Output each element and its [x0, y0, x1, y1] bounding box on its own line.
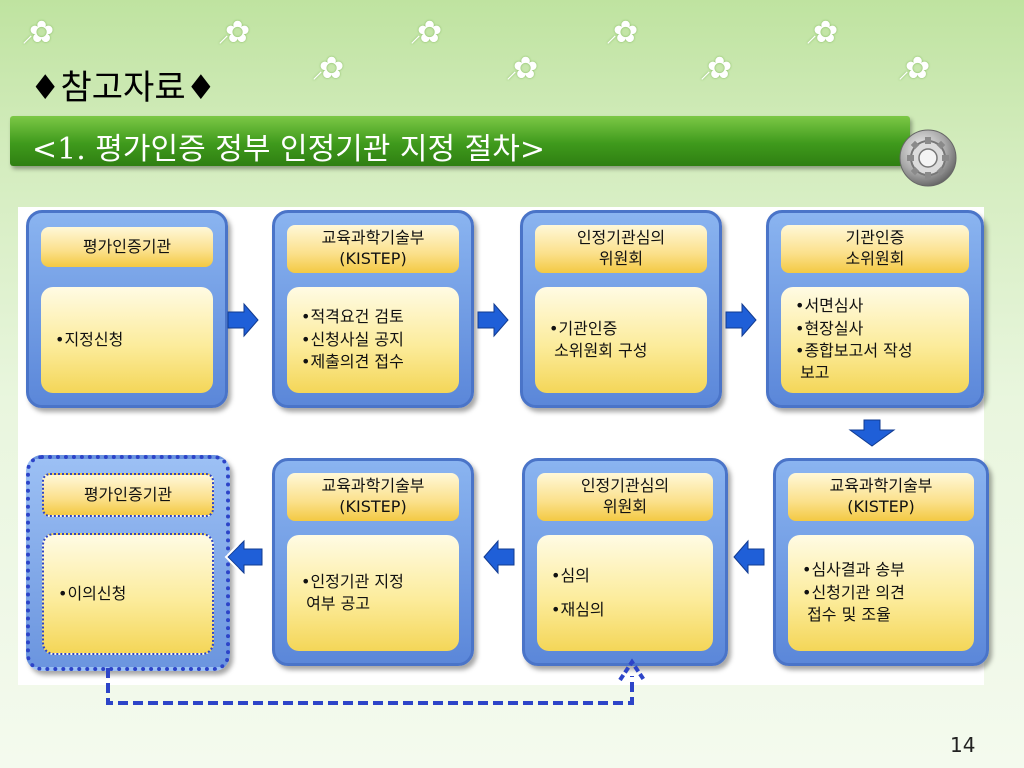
flower-icon: ⸝✿: [312, 51, 345, 86]
step-body: •인정기관 지정 여부 공고: [287, 535, 459, 651]
step-body: •서면심사•현장실사 •종합보고서 작성 보고: [781, 287, 969, 393]
flower-icon: ⸝✿: [806, 15, 839, 50]
title-bar: <1. 평가인증 정부 인정기관 지정 절차>: [10, 116, 910, 167]
step-body-line: •인정기관 지정: [301, 571, 404, 591]
step-body-line: •이의신청: [58, 583, 127, 603]
step-body-line: •재심의: [551, 600, 605, 619]
step-body-line: 소위원회 구성: [549, 341, 648, 360]
process-step-8: 평가인증기관 •이의신청: [26, 455, 230, 671]
step-body: •지정신청: [41, 287, 213, 393]
flower-icon: ⸝✿: [898, 51, 931, 86]
step-body: •이의신청: [42, 533, 214, 655]
step-body-line: •심사결과 송부: [802, 560, 905, 580]
step-header-line: (KISTEP): [339, 249, 407, 268]
step-header-line: 위원회: [598, 249, 644, 268]
step-header-line: 교육과학기술부: [321, 476, 425, 496]
step-header-line: (KISTEP): [847, 497, 915, 516]
gear-icon: [899, 129, 957, 187]
page-number: 14: [950, 733, 976, 757]
step-body-line: •종합보고서 작성: [795, 341, 913, 360]
step-header: 평가인증기관: [42, 473, 214, 517]
step-header: 교육과학기술부(KISTEP): [287, 225, 459, 273]
flower-icon: ⸝✿: [700, 51, 733, 86]
step-header-line: 위원회: [602, 497, 648, 516]
process-step-7: 교육과학기술부(KISTEP) •인정기관 지정 여부 공고: [272, 458, 474, 666]
step-body: •심의 •재심의: [537, 535, 713, 651]
step-body-line: •제출의견 접수: [301, 352, 404, 372]
step-body-line: •서면심사: [795, 296, 864, 316]
process-step-2: 교육과학기술부(KISTEP) •적격요건 검토•신청사실 공지 •제출의견 접수: [272, 210, 474, 408]
step-body: •심사결과 송부•신청기관 의견 접수 및 조율: [788, 535, 974, 651]
flower-icon: ⸝✿: [218, 15, 251, 50]
step-header-line: 교육과학기술부: [829, 476, 933, 496]
step-body-line: •신청기관 의견: [802, 582, 905, 602]
step-body-line: 보고: [795, 363, 830, 383]
step-body-line: •지정신청: [55, 329, 124, 349]
step-header-line: 평가인증기관: [82, 236, 172, 256]
flower-icon: ⸝✿: [22, 15, 55, 50]
diagram-title: <1. 평가인증 정부 인정기관 지정 절차>: [32, 132, 545, 167]
step-header: 교육과학기술부(KISTEP): [287, 473, 459, 521]
step-header-line: 평가인증기관: [83, 484, 173, 504]
step-body-line: •기관인증: [549, 318, 618, 338]
step-header: 교육과학기술부(KISTEP): [788, 473, 974, 521]
step-body-line: •적격요건 검토: [301, 307, 404, 327]
flower-icon: ⸝✿: [606, 15, 639, 50]
step-header-line: 교육과학기술부: [321, 228, 425, 248]
step-header-line: 소위원회: [845, 249, 905, 268]
step-body-line: •심의: [551, 565, 590, 585]
step-body-line: •현장실사: [795, 318, 864, 338]
step-body-line: 여부 공고: [301, 594, 371, 613]
step-body-line: •신청사실 공지: [301, 329, 404, 349]
step-header: 평가인증기관: [41, 227, 213, 267]
flower-icon: ⸝✿: [410, 15, 443, 50]
step-body: •기관인증 소위원회 구성: [535, 287, 707, 393]
process-step-1: 평가인증기관 •지정신청: [26, 210, 228, 408]
step-header-line: 기관인증: [845, 228, 905, 248]
step-body-line: 접수 및 조율: [802, 605, 891, 625]
step-body: •적격요건 검토•신청사실 공지 •제출의견 접수: [287, 287, 459, 393]
section-heading: ♦참고자료♦: [30, 68, 217, 108]
step-header-line: 인정기관심의: [580, 476, 670, 496]
step-header-line: 인정기관심의: [576, 228, 666, 248]
process-step-5: 교육과학기술부(KISTEP) •심사결과 송부•신청기관 의견 접수 및 조율: [773, 458, 989, 666]
flower-icon: ⸝✿: [506, 51, 539, 86]
step-header-line: (KISTEP): [339, 497, 407, 516]
